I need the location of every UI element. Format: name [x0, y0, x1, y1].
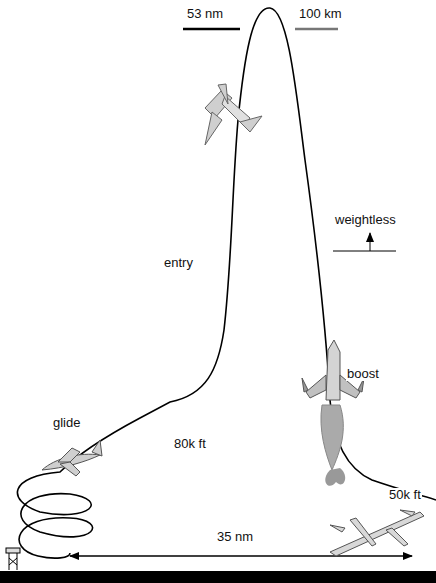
- distance-label: 35 nm: [216, 530, 254, 544]
- weightless-arrow: [370, 233, 371, 251]
- phase-label: weightless: [334, 213, 397, 227]
- phase-label: boost: [346, 367, 380, 381]
- ground-bar: [0, 571, 436, 583]
- weightless-line: [333, 251, 396, 252]
- spaceship-glide: [42, 440, 102, 476]
- phase-label: glide: [52, 416, 81, 430]
- scale-label: 100 km: [298, 7, 343, 21]
- scale-label: 53 nm: [186, 7, 224, 21]
- altitude-label: 50k ft: [388, 488, 422, 502]
- altitude-label: 80k ft: [173, 437, 207, 451]
- trajectory: [17, 8, 436, 558]
- phase-label: entry: [163, 256, 194, 270]
- scale-bar: [295, 28, 338, 31]
- distance-arrow: [70, 555, 412, 557]
- spaceship-entry: [205, 84, 262, 145]
- carrier-aircraft: [330, 510, 424, 556]
- spaceship-boost: [302, 340, 364, 486]
- tower-icon: [6, 548, 20, 570]
- scale-bar: [183, 28, 240, 31]
